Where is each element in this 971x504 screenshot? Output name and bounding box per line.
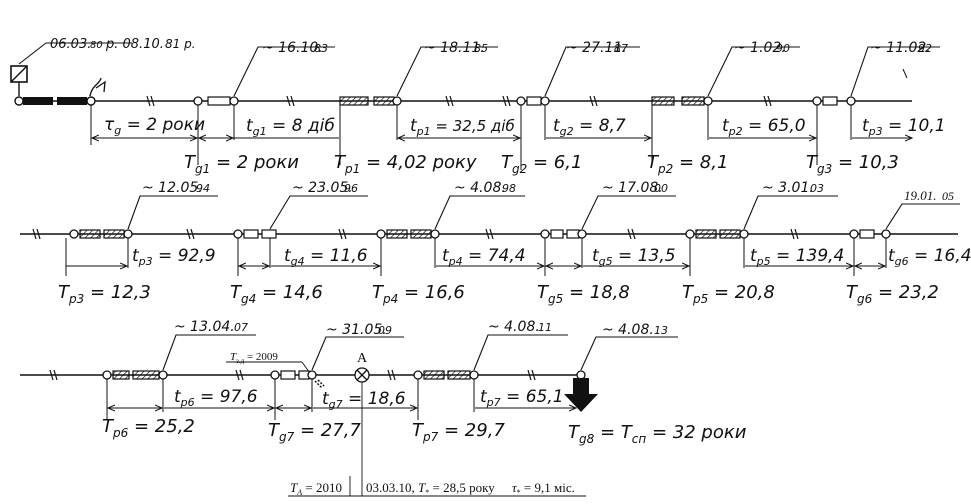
event-year: 87 bbox=[614, 42, 628, 55]
row-3: ~ 13.04. 07 Tз.д = 2009 ~ 31.05. 09 A ~ … bbox=[20, 319, 747, 496]
svg-text:Tg7 = 27,7: Tg7 = 27,7 bbox=[268, 420, 361, 444]
down-arrow-icon bbox=[564, 378, 598, 412]
svg-text:tg1 = 8 діб: tg1 = 8 діб bbox=[246, 116, 335, 138]
svg-text:tg5 = 13,5: tg5 = 13,5 bbox=[592, 246, 676, 268]
event-date: ~ 11.02. bbox=[870, 40, 931, 56]
event-year: 03 bbox=[810, 182, 824, 195]
start-date-2-year: 81 р. bbox=[165, 37, 196, 51]
tau-star-label: τ* = 9,1 міс. bbox=[512, 480, 575, 497]
event-year: 00 bbox=[654, 182, 668, 195]
svg-text:tg7 = 18,6: tg7 = 18,6 bbox=[322, 389, 406, 411]
svg-text:Tg8 = Tсп = 32 роки: Tg8 = Tсп = 32 роки bbox=[568, 422, 747, 446]
svg-text:Tp4 = 16,6: Tp4 = 16,6 bbox=[372, 282, 465, 306]
svg-text:Tp1 = 4,02 року: Tp1 = 4,02 року bbox=[334, 152, 477, 176]
event-year: 05 bbox=[942, 189, 954, 203]
event-year: 07 bbox=[234, 321, 248, 334]
svg-text:Tp7 = 29,7: Tp7 = 29,7 bbox=[412, 420, 505, 444]
event-date: ~ 17.08. bbox=[602, 180, 663, 196]
event-date: ~ 4.08. bbox=[454, 180, 506, 196]
solid-segment-2 bbox=[57, 97, 87, 105]
svg-text:tp5 = 139,4: tp5 = 139,4 bbox=[750, 246, 844, 268]
event-year: 11 bbox=[538, 321, 552, 334]
flag-icon bbox=[89, 77, 106, 97]
svg-text:tp4 = 74,4: tp4 = 74,4 bbox=[442, 246, 526, 268]
event-date: 19.01. bbox=[904, 188, 937, 203]
svg-text:tg2 = 8,7: tg2 = 8,7 bbox=[553, 116, 626, 138]
point-a-marker: A bbox=[354, 351, 370, 383]
event-year: 98 bbox=[502, 182, 516, 195]
event-year: 13 bbox=[654, 324, 668, 337]
open-interval-box bbox=[207, 96, 231, 106]
ta-label: TA = 2010 bbox=[290, 480, 342, 497]
start-marker bbox=[10, 65, 28, 106]
svg-text:Tp2 = 8,1: Tp2 = 8,1 bbox=[647, 152, 728, 176]
start-date-1-year: 80 bbox=[90, 40, 103, 51]
event-date: ~ 4.08. bbox=[602, 322, 654, 338]
svg-text:Tg3 = 10,3: Tg3 = 10,3 bbox=[806, 152, 899, 176]
svg-text:τg = 2 роки: τg = 2 роки bbox=[104, 115, 205, 137]
event-node bbox=[193, 96, 203, 106]
point-a-label: A bbox=[357, 351, 368, 366]
event-date: ~ 27.11. bbox=[566, 40, 627, 56]
event-date: ~ 16.10. bbox=[262, 40, 323, 56]
svg-text:tp1 = 32,5 діб: tp1 = 32,5 діб bbox=[410, 116, 515, 138]
event-year: 96 bbox=[344, 182, 358, 195]
event-year: 85 bbox=[474, 42, 488, 55]
start-date-1: 06.03. bbox=[50, 37, 91, 52]
event-year: 92 bbox=[918, 42, 932, 55]
event-date: ~ 18.11. bbox=[424, 40, 485, 56]
event-date: ~ 23.05. bbox=[292, 180, 353, 196]
event-year: 90 bbox=[776, 42, 790, 55]
solid-segment-1 bbox=[23, 97, 53, 105]
svg-text:tp7 = 65,1: tp7 = 65,1 bbox=[480, 387, 564, 409]
svg-text:Tp5 = 20,8: Tp5 = 20,8 bbox=[682, 282, 775, 306]
svg-text:Tз.д = 2009: Tз.д = 2009 bbox=[230, 351, 278, 365]
svg-text:Tg2 = 6,1: Tg2 = 6,1 bbox=[501, 152, 582, 176]
event-date: ~ 31.05. bbox=[326, 322, 387, 338]
svg-text:tg4 = 11,6: tg4 = 11,6 bbox=[284, 246, 368, 268]
event-year: 94 bbox=[196, 182, 210, 195]
svg-text:tp2 = 65,0: tp2 = 65,0 bbox=[722, 116, 806, 138]
event-date: ~ 13.04. bbox=[174, 319, 235, 335]
start-date-2: р. 08.10. bbox=[105, 37, 164, 52]
svg-text:Tg1 = 2 роки: Tg1 = 2 роки bbox=[184, 152, 299, 176]
svg-text:Tg6 = 23,2: Tg6 = 23,2 bbox=[846, 282, 939, 306]
hatched-interval bbox=[339, 96, 369, 106]
event-date: ~ 12.05. bbox=[142, 180, 203, 196]
row-2: ~ 12.05. 94 ~ 23.05. 96 ~ 4.08. 98 ~ 17.… bbox=[20, 180, 971, 306]
event-year: 83 bbox=[314, 42, 328, 55]
svg-text:Tp3 = 12,3: Tp3 = 12,3 bbox=[58, 282, 151, 306]
event-date: ~ 1.02. bbox=[734, 40, 786, 56]
svg-text:Tp6 = 25,2: Tp6 = 25,2 bbox=[102, 416, 195, 440]
svg-text:tp6 = 97,6: tp6 = 97,6 bbox=[174, 387, 258, 409]
svg-text:tp3 = 10,1: tp3 = 10,1 bbox=[862, 116, 946, 138]
svg-text:Tg5 = 18,8: Tg5 = 18,8 bbox=[537, 282, 630, 306]
event-year: 09 bbox=[378, 324, 392, 337]
footer-summary: TA = 2010 03.03.10, T* = 28,5 року τ* = … bbox=[288, 476, 586, 497]
t-star-label: 03.03.10, T* = 28,5 року bbox=[366, 480, 495, 497]
svg-text:Tg4 = 14,6: Tg4 = 14,6 bbox=[230, 282, 323, 306]
row-1: 06.03. 80 р. 08.10. 81 р. ~ 16.10. 83 ~ … bbox=[10, 37, 946, 176]
svg-text:tg6 = 16,4: tg6 = 16,4 bbox=[888, 246, 971, 268]
svg-text:tp3 = 92,9: tp3 = 92,9 bbox=[132, 246, 216, 268]
event-date: ~ 4.08. bbox=[488, 319, 540, 335]
event-date: ~ 3.01. bbox=[762, 180, 814, 196]
